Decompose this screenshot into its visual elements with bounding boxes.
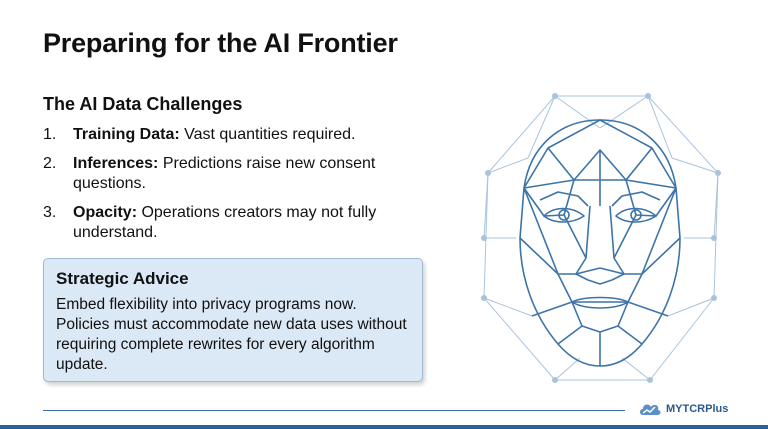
challenge-list: 1. Training Data: Vast quantities requir… (43, 125, 423, 252)
footer-divider (43, 410, 625, 411)
list-item: 3. Opacity: Operations creators may not … (43, 203, 423, 243)
bottom-accent-bar (0, 425, 768, 429)
section-heading: The AI Data Challenges (43, 94, 243, 114)
list-number: 1. (43, 126, 57, 143)
list-text: Predictions raise new consent questions. (73, 155, 376, 192)
advice-title: Strategic Advice (56, 269, 189, 288)
brand-name: MYTCRPlus (666, 403, 729, 415)
strategic-advice-box: Strategic Advice Embed flexibility into … (43, 258, 423, 382)
advice-text: Embed flexibility into privacy programs … (56, 296, 407, 373)
list-item: 2. Inferences: Predictions raise new con… (43, 154, 423, 194)
brand-logo: MYTCRPlus (638, 400, 728, 418)
slide-title: Preparing for the AI Frontier (43, 28, 398, 58)
list-text: Vast quantities required. (179, 126, 356, 143)
polygon-face-icon (481, 93, 721, 383)
list-text: Operations creators may not fully unders… (73, 204, 377, 241)
list-number: 3. (43, 204, 57, 221)
list-number: 2. (43, 155, 57, 172)
list-term: Opacity: (73, 204, 138, 221)
list-item: 1. Training Data: Vast quantities requir… (43, 125, 423, 145)
list-term: Training Data: (73, 126, 180, 143)
list-term: Inferences: (73, 155, 159, 172)
cloud-chart-icon (640, 404, 661, 415)
